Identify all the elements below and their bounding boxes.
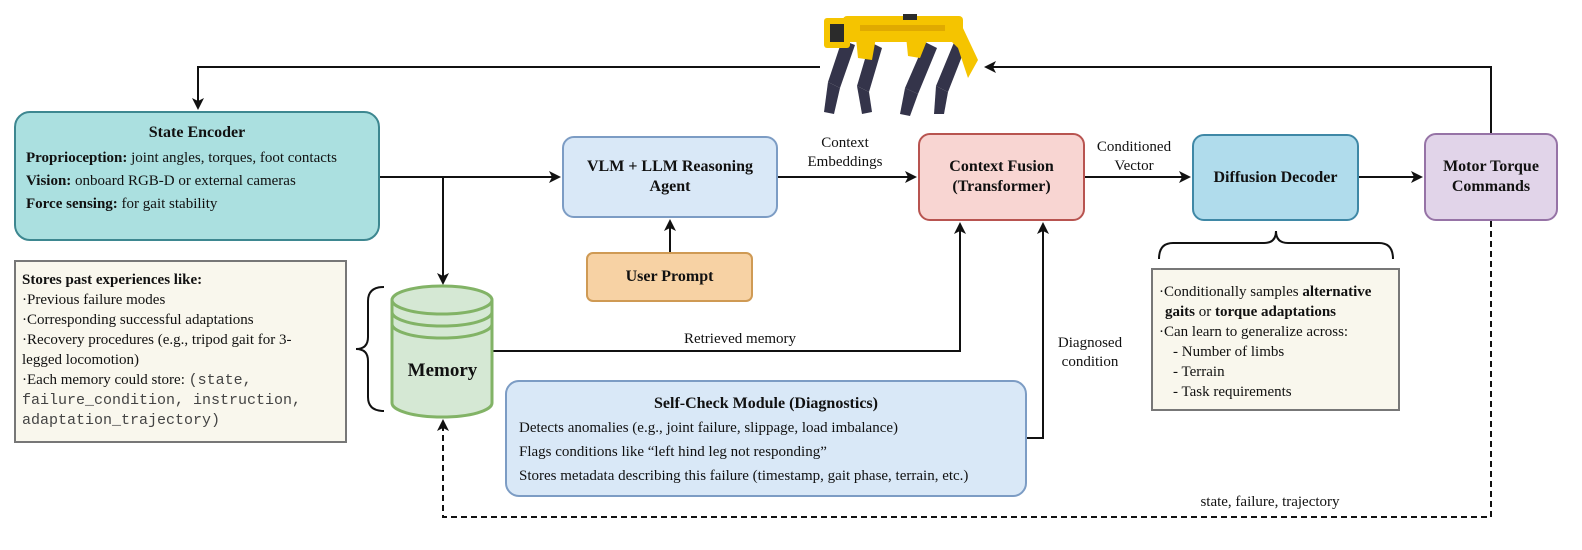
- motor-torque-box: Motor Torque Commands: [1424, 133, 1558, 221]
- self-check-line: Detects anomalies (e.g., joint failure, …: [519, 420, 899, 436]
- decoder-note-box: ·Conditionally samples alternative gaits…: [1151, 268, 1400, 411]
- memory-note-item: legged locomotion): [22, 352, 140, 368]
- memory-brace: [355, 286, 385, 412]
- self-check-line: Stores metadata describing this failure …: [519, 468, 969, 484]
- robot-dog-icon: [824, 14, 978, 116]
- edge-label-context-embeddings: Context Embeddings: [807, 135, 883, 170]
- memory-label: Memory: [407, 360, 478, 381]
- memory-note-item: ·Recovery procedures (e.g., tripod gait …: [22, 332, 292, 348]
- vlm-llm-agent-box: VLM + LLM Reasoning Agent: [562, 136, 778, 218]
- decoder-note-item: - Task requirements: [1173, 384, 1292, 400]
- decoder-note-item: - Terrain: [1173, 364, 1225, 380]
- state-encoder-row: Vision: onboard RGB-D or external camera…: [26, 173, 296, 189]
- decoder-brace: [1158, 230, 1394, 260]
- memory-note-item: ·Corresponding successful adaptations: [22, 312, 254, 328]
- memory-note-code: adaptation_trajectory): [22, 412, 221, 429]
- diffusion-decoder-box: Diffusion Decoder: [1192, 134, 1359, 221]
- edge-label-diagnosed-condition: Diagnosed condition: [1057, 335, 1123, 370]
- state-encoder-row: Force sensing: for gait stability: [26, 196, 218, 212]
- edge-label-feedback: state, failure, trajectory: [1200, 494, 1340, 510]
- memory-note-code: failure_condition, instruction,: [22, 392, 302, 409]
- self-check-module-box: Self-Check Module (Diagnostics) Detects …: [505, 380, 1027, 497]
- context-fusion-box: Context Fusion (Transformer): [918, 133, 1085, 221]
- edge-label-retrieved-memory: Retrieved memory: [683, 331, 797, 347]
- state-encoder-title: State Encoder: [148, 124, 246, 141]
- memory-note-box: Stores past experiences like: ·Previous …: [14, 260, 347, 443]
- memory-note-item: ·Previous failure modes: [22, 292, 166, 308]
- edge-label-conditioned-vector: Conditioned Vector: [1096, 139, 1172, 174]
- state-encoder-box: State Encoder Proprioception: joint angl…: [14, 111, 380, 241]
- self-check-title: Self-Check Module (Diagnostics): [654, 395, 878, 412]
- memory-cylinder: [390, 284, 494, 419]
- memory-note-item: ·Each memory could store: (state,: [22, 372, 252, 389]
- state-encoder-row: Proprioception: joint angles, torques, f…: [26, 150, 337, 166]
- decoder-note-item: - Number of limbs: [1173, 344, 1285, 360]
- self-check-line: Flags conditions like “left hind leg not…: [519, 444, 827, 460]
- user-prompt-box: User Prompt: [586, 252, 753, 302]
